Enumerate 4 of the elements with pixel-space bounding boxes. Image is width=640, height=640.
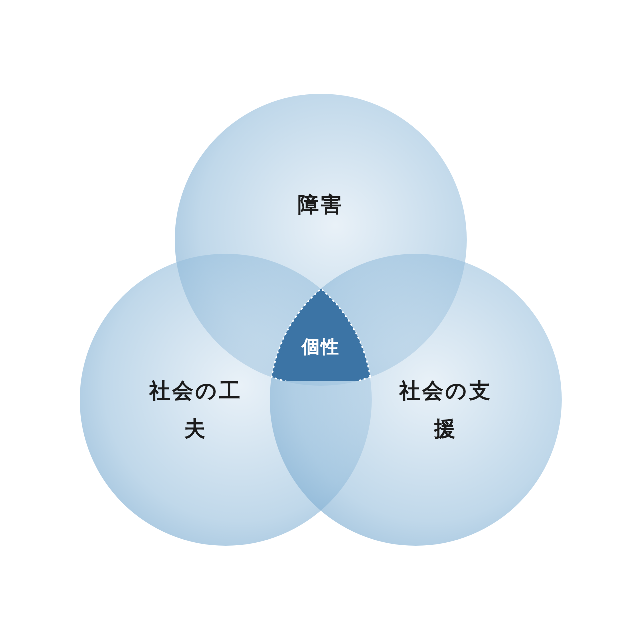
region-label: 障害 [297,192,345,219]
region-label: 社会の工夫 [148,378,244,443]
region-label: 社会の支援 [398,378,494,443]
region-label: 個性 [300,336,341,360]
